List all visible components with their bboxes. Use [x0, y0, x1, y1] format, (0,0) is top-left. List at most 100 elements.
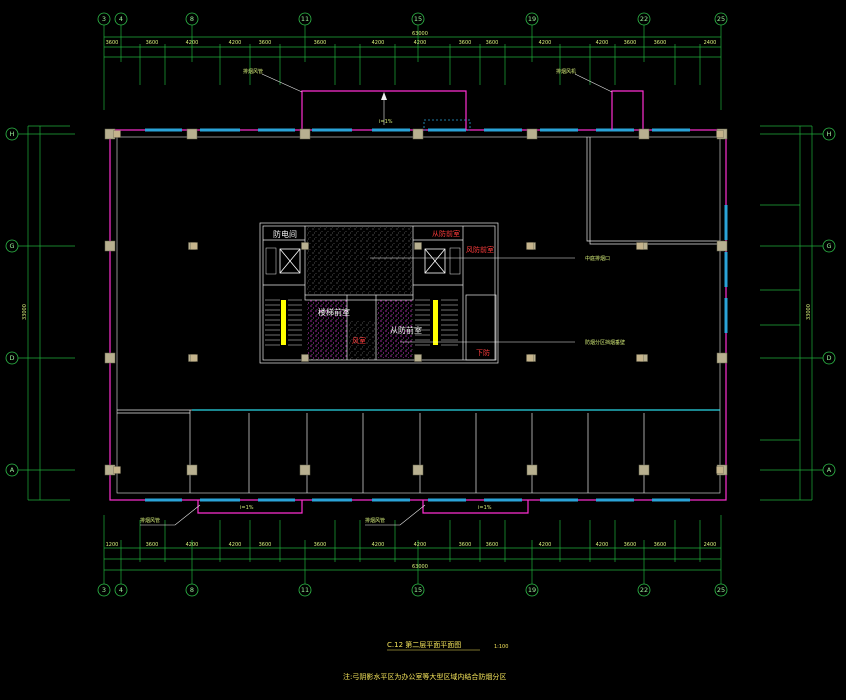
column: [526, 128, 538, 140]
column: [414, 242, 422, 250]
dim-text: 4200: [596, 40, 609, 46]
room-label-fire-front-right: 从防前室: [390, 325, 422, 335]
columns: [104, 128, 728, 476]
callout-top-left: 排烟风管: [243, 68, 263, 75]
dim-text: 3600: [654, 542, 667, 548]
column: [186, 128, 198, 140]
column: [186, 464, 198, 476]
axis-label-right: A: [827, 466, 832, 474]
column-small: [636, 354, 644, 362]
axis-label-left: H: [10, 130, 15, 138]
total-dimension-left: 33000: [22, 304, 28, 320]
column: [638, 128, 650, 140]
roof-duct-left: [301, 90, 467, 130]
dim-text: 2400: [704, 542, 717, 548]
callout-top-right: 排烟风机: [556, 68, 576, 75]
slope-label: i=1%: [478, 505, 492, 511]
axis-label-top: 15: [414, 15, 422, 23]
dim-text: 3600: [314, 40, 327, 46]
dim-text: 4200: [414, 542, 427, 548]
callout-leader: [261, 73, 303, 93]
bottom-offices: [117, 409, 720, 493]
column: [299, 128, 311, 140]
elevator-panel: [449, 247, 461, 275]
slope-label: i=1%: [379, 119, 393, 125]
axis-label-top: 3: [102, 15, 106, 23]
dim-text: 4200: [539, 542, 552, 548]
column-small: [526, 354, 534, 362]
arrow-head-icon: [381, 92, 387, 100]
axis-label-top: 19: [528, 15, 536, 23]
dim-text: 3600: [259, 40, 272, 46]
column: [716, 240, 728, 252]
dim-text: 3600: [654, 40, 667, 46]
column-small: [113, 130, 121, 138]
stair-handrail-right: [433, 300, 438, 345]
column: [638, 464, 650, 476]
callout-leader: [140, 504, 201, 526]
dim-text: 4200: [229, 40, 242, 46]
column-small: [113, 466, 121, 474]
dimension-lines: [18, 25, 823, 584]
drawing-note: 注:弓阴影水平区为办公室等大型区域内结合防烟分区: [343, 672, 506, 681]
column: [412, 464, 424, 476]
axis-label-right: H: [827, 130, 832, 138]
dimension-ticks: [139, 44, 701, 562]
axis-label-top: 8: [190, 15, 194, 23]
axis-label-bottom: 3: [102, 586, 106, 594]
column: [301, 354, 309, 362]
leader-atrium: 中庭排烟口: [585, 255, 610, 262]
total-dimension-right: 33000: [806, 304, 812, 320]
callout-bottom-right: 排烟风管: [365, 517, 385, 524]
dim-text: 4200: [372, 542, 385, 548]
room-label-fire-front: 从防前室: [432, 229, 460, 238]
stair-handrail-left: [281, 300, 286, 345]
column-small: [716, 466, 724, 474]
elevator-left: [279, 248, 301, 274]
top-segment-dims: 3600 3600 4200 4200 3600 3600 4200 4200 …: [106, 40, 717, 46]
dim-text: 4200: [372, 40, 385, 46]
dim-text: 3600: [314, 542, 327, 548]
slope-label: i=1%: [240, 505, 254, 511]
dim-text: 3600: [486, 542, 499, 548]
dim-text: 4200: [186, 542, 199, 548]
roof-duct-right: [611, 90, 644, 130]
axis-label-left: G: [9, 242, 14, 250]
drawing-scale: 1:100: [494, 644, 508, 650]
dim-text: 1200: [106, 542, 119, 548]
dim-text: 2400: [704, 40, 717, 46]
column: [412, 128, 424, 140]
axis-label-left: D: [9, 354, 14, 362]
room-label-fire-front-2: 风防前室: [466, 245, 494, 254]
core-block: [259, 222, 499, 364]
axis-label-bottom: 19: [528, 586, 536, 594]
axis-label-left: A: [10, 466, 15, 474]
axis-label-right: G: [826, 242, 831, 250]
room-label-guard: 防电间: [273, 229, 297, 239]
stair-left: [265, 299, 302, 346]
column-small: [190, 354, 198, 362]
callout-leader: [574, 73, 613, 93]
axis-labels: 3 4 8 11 15 19 22 25 3 4 8 11 15 19 22 2…: [9, 15, 831, 594]
axis-label-right: D: [826, 354, 831, 362]
bottom-segment-dims: 1200 3600 4200 4200 3600 3600 4200 4200 …: [106, 542, 717, 548]
axis-label-top: 11: [301, 15, 309, 23]
right-room: [586, 137, 720, 245]
stair-right: [415, 299, 458, 346]
shaft-room: [465, 294, 497, 361]
leader-smoke: 防烟分区挡烟垂壁: [585, 339, 625, 346]
dim-text: 3600: [459, 542, 472, 548]
column: [301, 242, 309, 250]
axis-label-bottom: 15: [414, 586, 422, 594]
column: [526, 464, 538, 476]
callout-bottom-left: 排烟风管: [140, 517, 160, 524]
elevator-panel: [265, 247, 277, 275]
elevator-right: [424, 248, 446, 274]
dim-text: 3600: [146, 542, 159, 548]
dim-text: 3600: [624, 542, 637, 548]
right-axis-bubbles: [822, 127, 836, 477]
small-columns: [113, 130, 724, 474]
dim-text: 3600: [624, 40, 637, 46]
column: [716, 352, 728, 364]
